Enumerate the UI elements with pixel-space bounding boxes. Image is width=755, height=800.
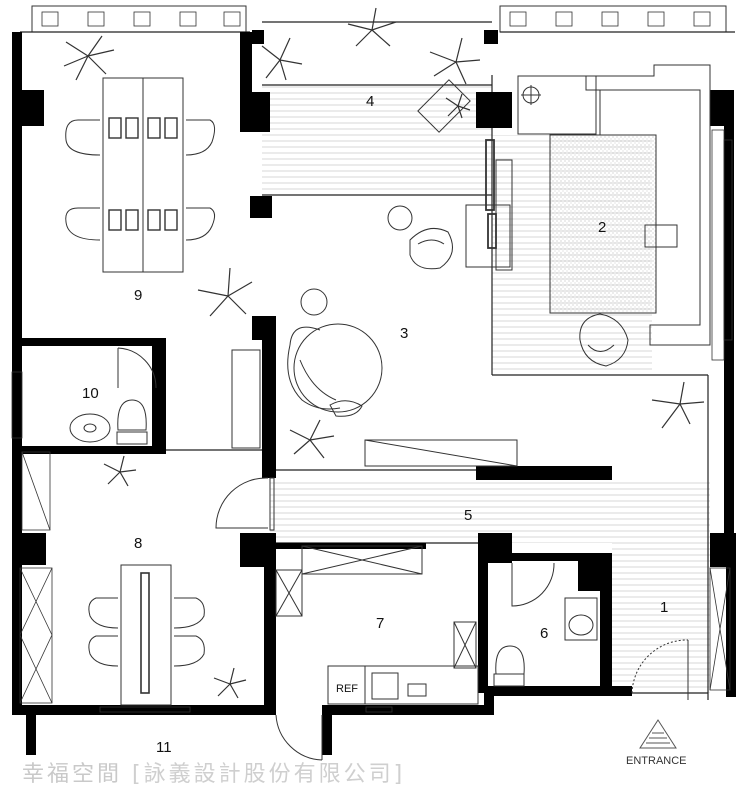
glazing — [11, 129, 733, 713]
lounge-furniture-2 — [465, 64, 711, 367]
doors — [117, 347, 689, 761]
thin-walls — [20, 21, 735, 700]
bathroom-fixtures — [69, 399, 598, 687]
structural-walls — [12, 30, 736, 755]
room-label-5: 5 — [464, 507, 472, 524]
room-labels: 1 2 3 4 5 6 7 8 9 10 11 REF — [82, 93, 668, 756]
entrance-marker: ENTRANCE — [626, 719, 687, 767]
room-label-3: 3 — [400, 325, 408, 342]
room-label-4: 4 — [366, 93, 374, 110]
conference-table-9 — [65, 77, 216, 273]
lounge-seating-3 — [231, 79, 518, 467]
room-label-1: 1 — [660, 599, 668, 616]
room-label-8: 8 — [134, 535, 142, 552]
room-label-10: 10 — [82, 385, 99, 402]
watermark: 幸福空間 [詠義設計股份有限公司] — [22, 756, 405, 788]
meeting-table-8 — [88, 564, 205, 706]
entrance-label: ENTRANCE — [626, 755, 687, 767]
room-label-9: 9 — [134, 287, 142, 304]
room-label-2: 2 — [598, 219, 606, 236]
plants — [63, 7, 705, 699]
kitchen-7 — [275, 545, 479, 705]
fridge-label: REF — [336, 683, 358, 695]
watermark-brand: 幸福空間 — [22, 762, 123, 787]
room-label-6: 6 — [540, 625, 548, 642]
entrance-arrow-icon — [639, 719, 677, 749]
room-label-11: 11 — [156, 739, 172, 756]
room-label-7: 7 — [376, 615, 384, 632]
watermark-company: [詠義設計股份有限公司] — [132, 762, 406, 787]
